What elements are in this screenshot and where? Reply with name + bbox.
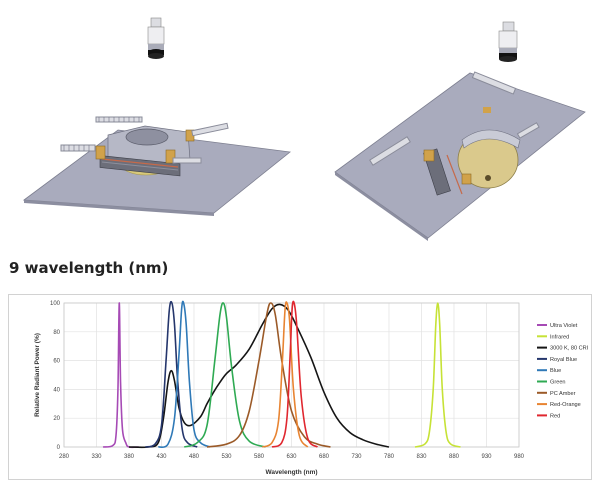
x-tick-label: 580 <box>254 454 265 460</box>
led-fixture-icon <box>147 17 165 59</box>
y-tick-label: 100 <box>50 301 61 307</box>
x-tick-label: 830 <box>416 454 427 460</box>
section-title: 9 wavelength (nm) <box>9 259 169 277</box>
x-tick-label: 430 <box>156 454 167 460</box>
legend-label: Ultra Violet <box>550 323 578 329</box>
x-tick-label: 980 <box>514 454 525 460</box>
series-layer <box>102 300 461 449</box>
series-line-red-orange <box>261 301 309 448</box>
x-tick-label: 880 <box>449 454 460 460</box>
series-line-green <box>183 302 266 448</box>
y-tick-label: 40 <box>53 387 60 393</box>
y-tick-label: 80 <box>53 330 60 336</box>
x-tick-label: 680 <box>319 454 330 460</box>
series-line-red <box>271 300 319 448</box>
legend-label: Green <box>550 380 566 386</box>
x-tick-label: 730 <box>351 454 362 460</box>
x-tick-label: 530 <box>221 454 232 460</box>
y-axis-label: Relative Radiant Power (%) <box>34 333 41 417</box>
legend-label: Blue <box>550 368 561 374</box>
x-tick-label: 480 <box>189 454 200 460</box>
series-line-ultra-violet <box>102 302 139 449</box>
legend-label: Infrared <box>550 334 569 340</box>
left-led-bar <box>99 155 181 177</box>
x-tick-label: 280 <box>59 454 70 460</box>
series-line-infrared <box>414 302 461 448</box>
legend-label: Royal Blue <box>550 357 577 363</box>
y-tick-labels: 0 20 40 60 80 100 <box>50 301 61 451</box>
legend-label: Red-Orange <box>550 402 581 408</box>
legend-label: Red <box>550 413 560 419</box>
x-tick-label: 930 <box>481 454 492 460</box>
x-tick-label: 380 <box>124 454 135 460</box>
spectrum-chart-svg: 280 330 380 430 480 530 580 630 680 730 780 830 880 9… <box>34 300 589 476</box>
legend-label: PC Amber <box>550 391 576 397</box>
x-tick-label: 630 <box>286 454 297 460</box>
series-line-3000-k-80-cri <box>128 303 390 449</box>
x-tick-labels: 280 330 380 430 480 530 580 630 680 730 780 830 880 9… <box>59 454 525 460</box>
y-tick-label: 20 <box>53 416 60 422</box>
series-line-royal-blue <box>145 300 198 448</box>
legend-label: 3000 K, 80 CRI <box>550 346 589 352</box>
cad-render-area <box>0 0 600 250</box>
x-tick-label: 330 <box>91 454 102 460</box>
x-axis-label: Wavelength (nm) <box>265 469 317 476</box>
spectrum-chart: 280 330 380 430 480 530 580 630 680 730 780 830 880 9… <box>8 294 592 480</box>
plot-frame <box>63 302 520 448</box>
y-tick-label: 0 <box>57 445 61 451</box>
left-assembly <box>22 17 291 216</box>
series-line-pc-amber <box>206 302 331 448</box>
camera-lens-icon <box>498 21 518 62</box>
series-line-blue <box>158 300 211 448</box>
y-tick-label: 60 <box>53 359 60 365</box>
x-tick-label: 780 <box>384 454 395 460</box>
right-assembly <box>334 21 586 241</box>
cad-illustration <box>22 17 586 241</box>
